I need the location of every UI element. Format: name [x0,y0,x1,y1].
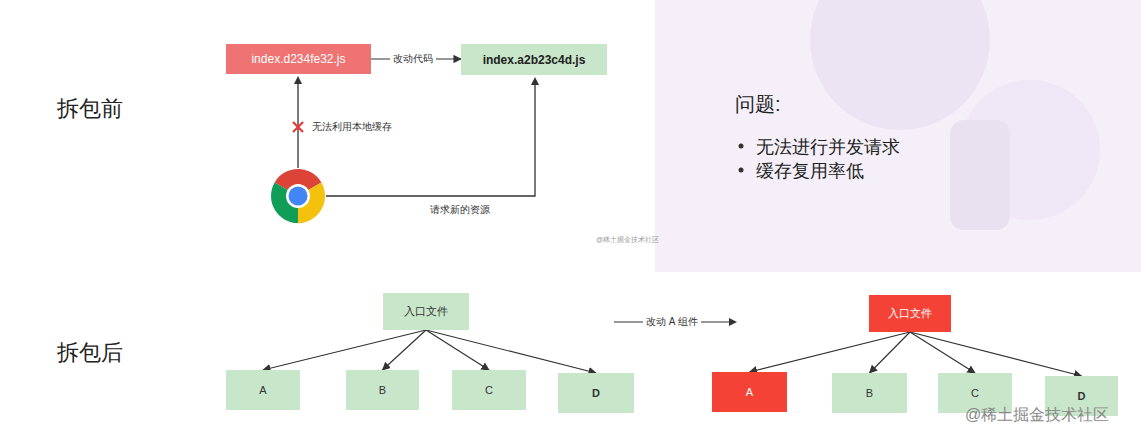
connector [263,330,426,370]
chunk-box: D [558,373,634,413]
faded-illustration [810,0,990,130]
old-bundle-box: index.d234fe32.js [226,44,371,74]
chunk-box: A [226,370,300,410]
cross-mark [293,122,303,132]
box-label: C [485,384,493,396]
section-title: 拆包前 [57,94,123,124]
faded-illustration [950,120,1010,230]
chrome-icon [271,169,325,223]
edge-label: 改动代码 [390,52,436,66]
change-label: 改动 A 组件 [643,315,701,329]
bullet-dot [739,168,744,173]
connector [750,332,911,372]
box-label: D [1078,390,1086,402]
changed-chunk-box: A [712,372,787,412]
box-label: 入口文件 [404,304,448,319]
arrow-head [729,318,737,326]
chunk-box: B [346,370,419,410]
entry-box: 入口文件 [383,293,469,330]
box-label: D [592,387,600,399]
arrow-head [294,76,302,84]
problem-item: 缓存复用率低 [756,159,864,183]
box-label: A [259,384,266,396]
box-label: B [866,387,873,399]
box-label: index.a2b23c4d.js [483,53,586,67]
box-label: B [379,384,386,396]
connector [910,332,975,373]
connector [426,330,489,370]
note-text: 请求新的资源 [430,203,490,217]
bullet-dot [739,144,744,149]
connector [383,330,427,370]
note-text: 无法利用本地缓存 [312,120,392,134]
watermark: @稀土掘金技术社区 [596,235,659,245]
connector [426,330,596,373]
new-bundle-box: index.a2b23c4d.js [461,44,607,75]
problem-item: 无法进行并发请求 [756,135,900,159]
box-label: 入口文件 [888,306,932,321]
chunk-box: C [452,370,526,410]
connector [910,332,1082,376]
connector [870,332,911,373]
box-label: A [746,386,753,398]
box-label: C [971,387,979,399]
changed-entry-box: 入口文件 [869,295,951,332]
arrow-head [531,77,539,85]
request-line [326,83,535,196]
watermark: @稀土掘金技术社区 [965,405,1109,426]
box-label: index.d234fe32.js [251,52,345,66]
chunk-box: B [832,373,907,413]
section-title: 拆包后 [57,338,123,368]
problem-heading: 问题: [735,91,781,118]
